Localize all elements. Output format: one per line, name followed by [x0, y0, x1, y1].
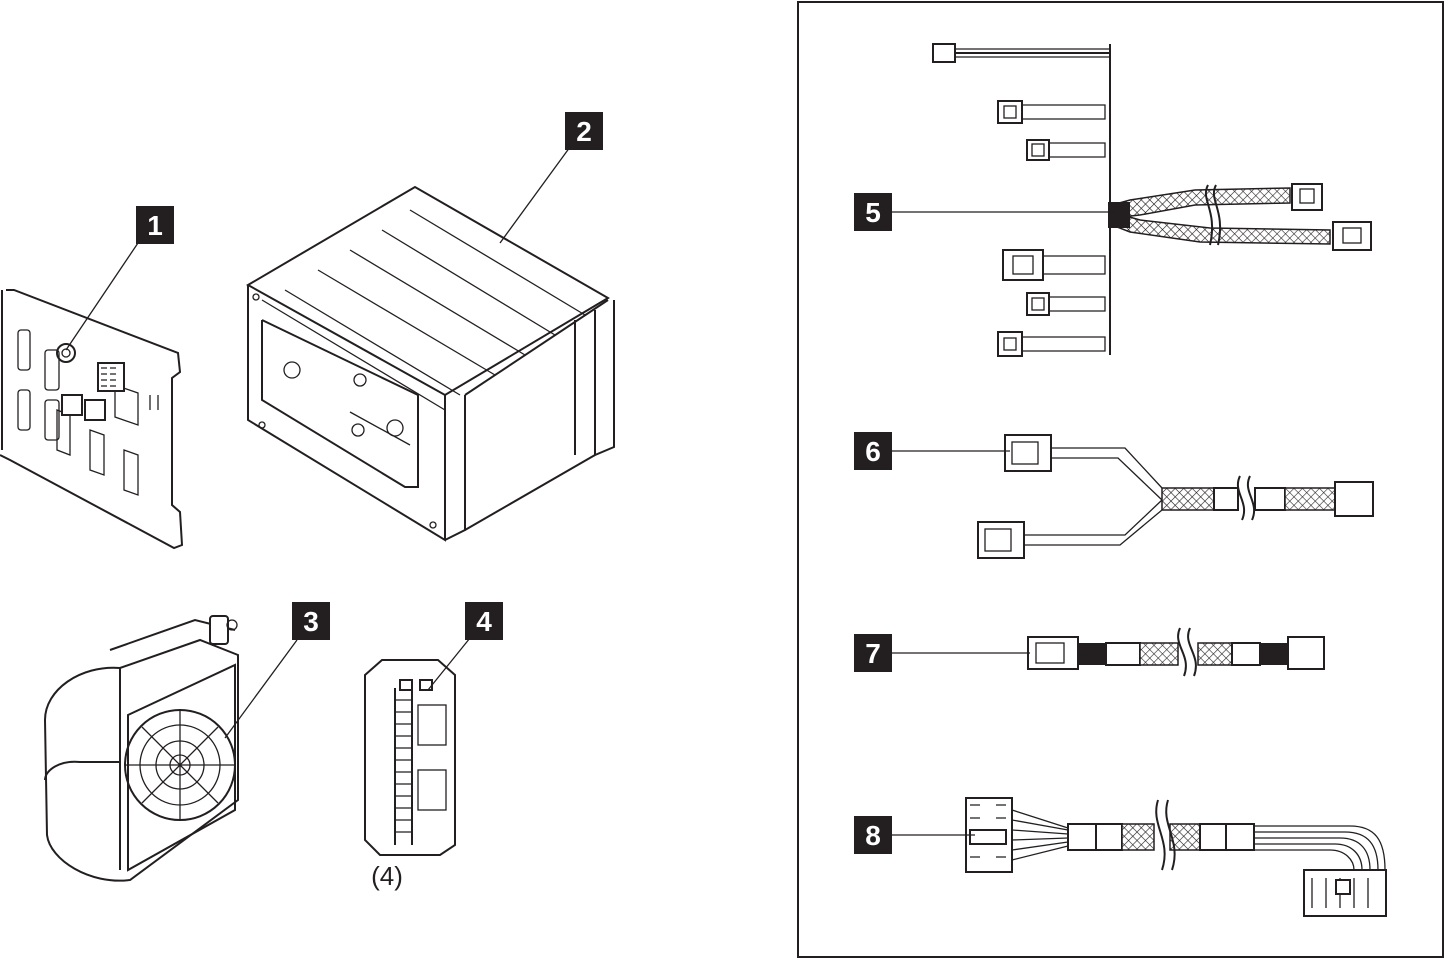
callout-7: 7	[854, 634, 892, 672]
callout-2-label: 2	[576, 116, 592, 147]
callout-6-label: 6	[865, 436, 881, 467]
callout-4-label: 4	[476, 606, 492, 637]
cable-panel-frame	[797, 1, 1444, 958]
callout-8: 8	[854, 816, 892, 854]
cable-6-illustration	[977, 434, 1374, 559]
cable-8-illustration	[965, 797, 1387, 917]
callout-7-label: 7	[865, 638, 881, 669]
fan-module-illustration	[43, 615, 239, 882]
callout-1: 1	[136, 206, 174, 244]
callout-5-label: 5	[865, 197, 881, 228]
drive-filler-illustration	[364, 659, 456, 856]
quantity-label: (4)	[371, 861, 403, 891]
callout-2: 2	[565, 112, 603, 150]
callout-1-label: 1	[147, 210, 163, 241]
callout-4: 4	[465, 602, 503, 640]
cable-7-illustration	[1027, 627, 1325, 677]
cable-5-illustration	[932, 43, 1372, 357]
drive-cage-illustration	[245, 185, 615, 542]
callout-3: 3	[292, 602, 330, 640]
callout-6: 6	[854, 432, 892, 470]
backplane-illustration	[0, 289, 184, 550]
callout-3-label: 3	[303, 606, 319, 637]
callout-8-label: 8	[865, 820, 881, 851]
callout-5: 5	[854, 193, 892, 231]
